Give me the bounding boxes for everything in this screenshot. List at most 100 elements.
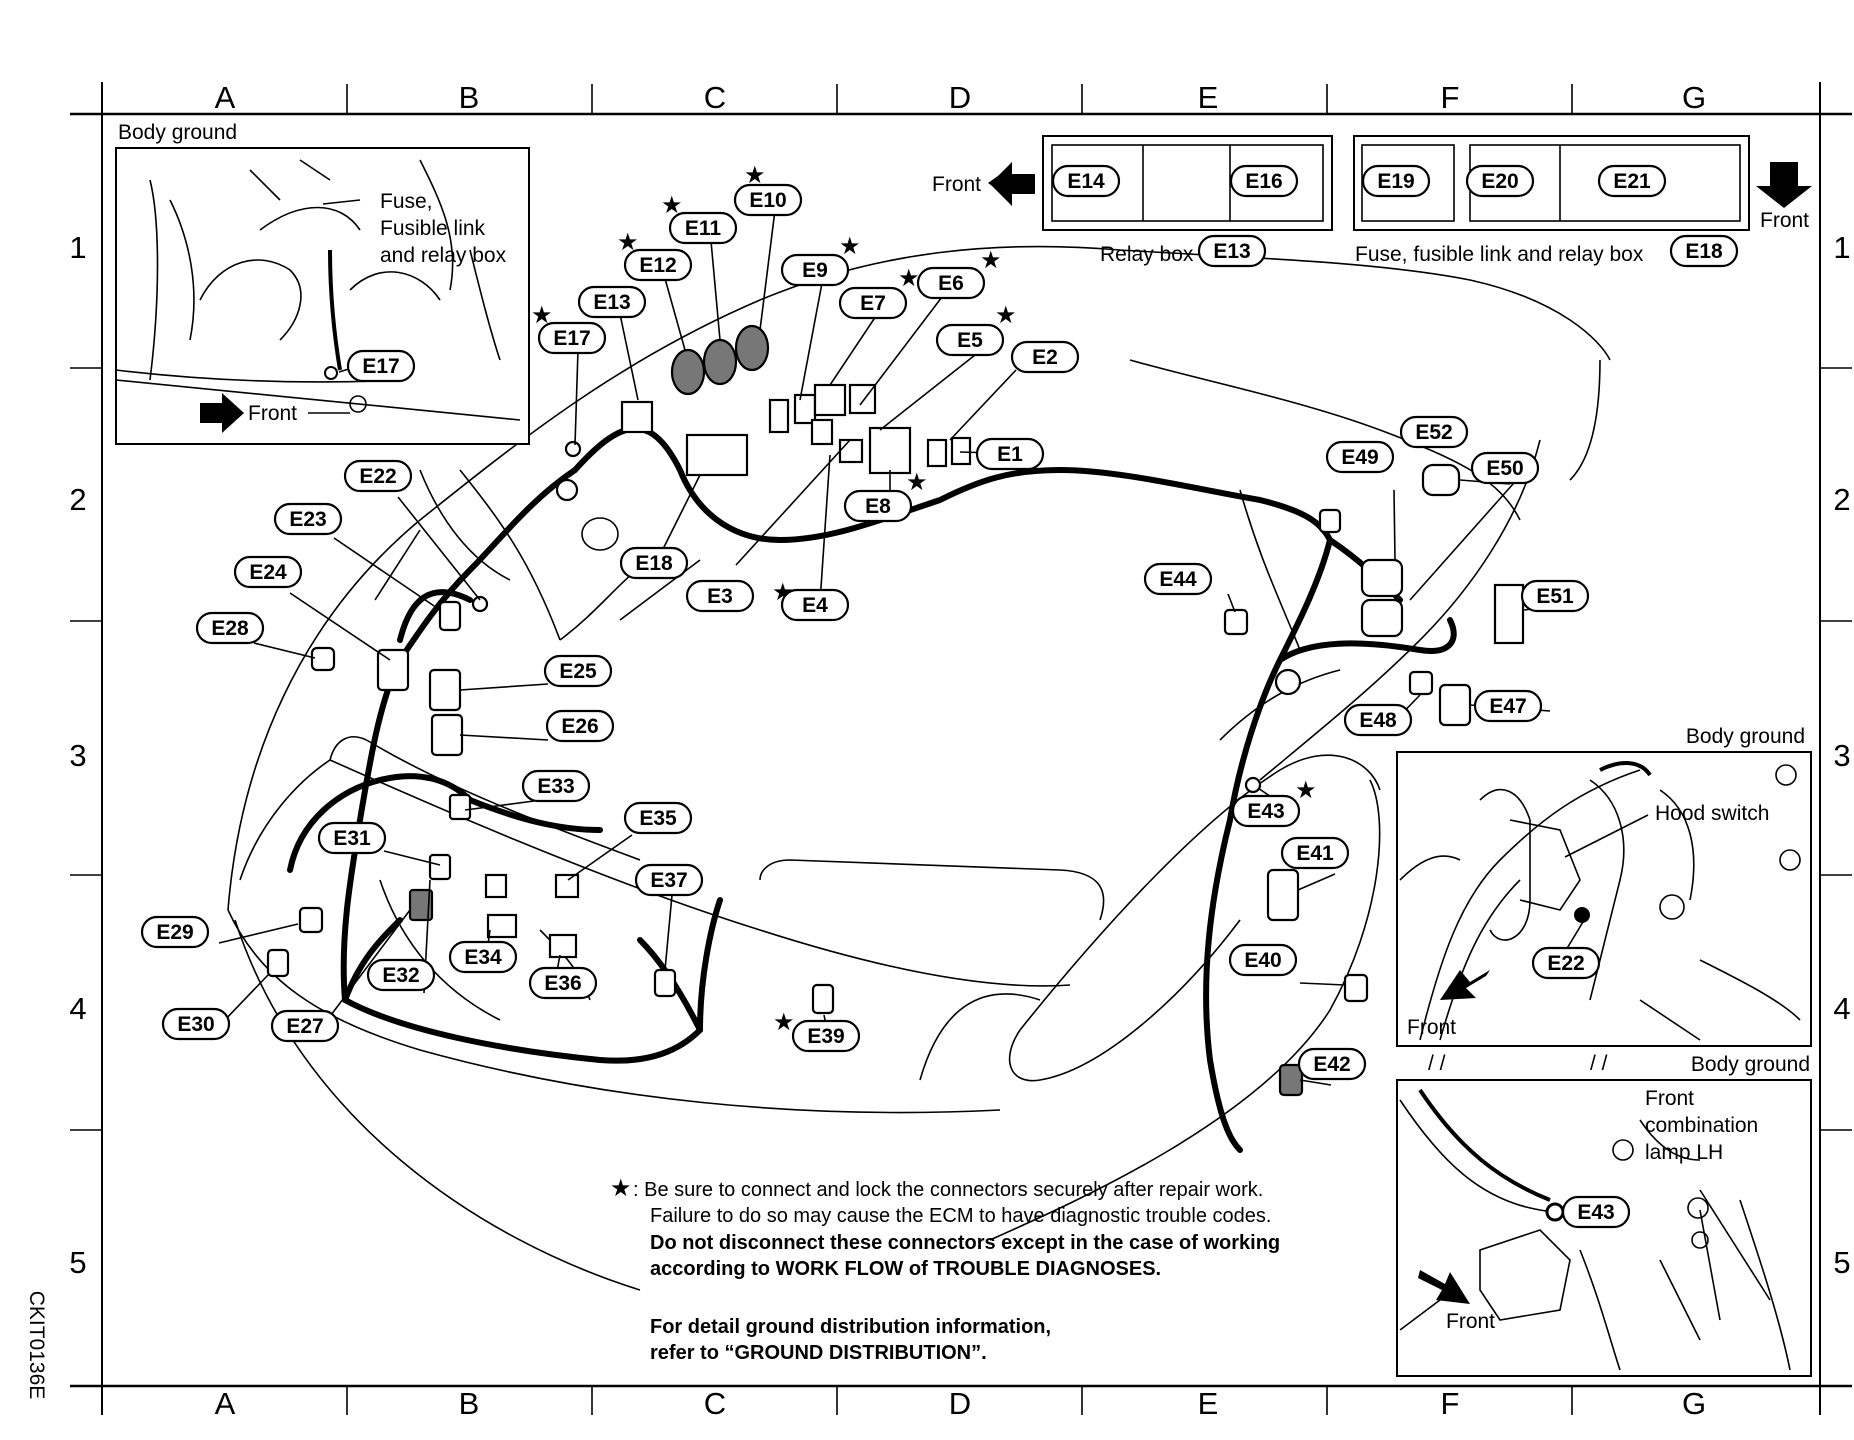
- connector-label-e18: E18: [1669, 234, 1739, 268]
- front-arrow-downleft-icon-hood: [1440, 970, 1490, 1000]
- connector-label-e12: E12: [623, 248, 693, 282]
- connector-label-e29: E29: [140, 915, 210, 949]
- note-line-3: Do not disconnect these connectors excep…: [650, 1232, 1280, 1254]
- note-line-6: refer to “GROUND DISTRIBUTION”.: [650, 1342, 987, 1364]
- connector-id-text: E40: [1244, 949, 1281, 972]
- connector-id-text: E43: [1247, 800, 1284, 823]
- connector-id-text: E16: [1245, 170, 1282, 193]
- front-arrow-left-icon: [990, 162, 1035, 206]
- connector-id-text: E39: [807, 1025, 844, 1048]
- connector-label-e32: E32: [366, 958, 436, 992]
- connector-label-e6: E6: [916, 266, 986, 300]
- inset-arrow-label-top-left: Front: [248, 402, 297, 425]
- connector-id-text: E10: [749, 189, 786, 212]
- connector-id-text: E18: [1685, 240, 1723, 263]
- connector-label-e49: E49: [1325, 440, 1395, 474]
- star-e10: ★: [744, 161, 766, 189]
- connector-id-text: E48: [1359, 709, 1397, 732]
- connector-id-text: E26: [561, 715, 598, 738]
- connector-label-e20: E20: [1465, 164, 1535, 198]
- front-lamp-callout-2: combination: [1645, 1114, 1758, 1137]
- star-e11: ★: [661, 191, 683, 219]
- connector-label-e42: E42: [1297, 1047, 1367, 1081]
- connector-id-text: E21: [1613, 170, 1651, 193]
- connector-label-e17: E17: [346, 349, 416, 383]
- connector-shapes: [266, 324, 1525, 1097]
- inset-fuse-box-ground: Body ground Fuse, Fusible link and relay…: [115, 121, 530, 445]
- connector-id-text: E28: [211, 617, 249, 640]
- connector-id-text: E37: [650, 869, 687, 892]
- connector-label-e13: E13: [577, 285, 647, 319]
- connector-label-e9: E9: [780, 253, 850, 287]
- fuse-box-front-label: Front: [1760, 209, 1809, 232]
- relay-box-front-label: Front: [932, 173, 981, 196]
- front-arrow-downright-icon-lamp: [1418, 1270, 1470, 1304]
- col-label-e-bottom: E: [1198, 1386, 1219, 1421]
- hood-switch-arrow-label: Front: [1407, 1016, 1456, 1039]
- connector-id-text: E12: [639, 254, 676, 277]
- connector-id-text: E23: [289, 508, 326, 531]
- connector-label-e30: E30: [161, 1007, 231, 1041]
- col-label-b-bottom: B: [459, 1386, 480, 1421]
- connector-label-e23: E23: [273, 502, 343, 536]
- connector-id-text: E5: [957, 329, 983, 352]
- connector-id-text: E4: [802, 594, 828, 617]
- row-label-2-right: 2: [1833, 482, 1850, 517]
- row-label-3-right: 3: [1833, 738, 1850, 773]
- inset-front-lamp: Body ground / / / / Front combination la…: [1396, 1052, 1812, 1377]
- connector-id-text: E44: [1159, 568, 1197, 591]
- inset-title-front-lamp: Body ground: [1691, 1053, 1810, 1076]
- connector-id-text: E7: [860, 292, 886, 315]
- connector-id-text: E47: [1489, 695, 1526, 718]
- connector-id-text: E29: [156, 921, 193, 944]
- connector-id-text: E35: [639, 807, 677, 830]
- connector-id-text: E3: [707, 585, 733, 608]
- star-e5: ★: [995, 301, 1017, 329]
- col-label-c-bottom: C: [704, 1386, 726, 1421]
- relay-box-caption: Relay box: [1100, 243, 1194, 266]
- connector-label-e17: E17: [537, 321, 607, 355]
- connector-id-text: E27: [286, 1015, 323, 1038]
- connector-label-e44: E44: [1143, 562, 1213, 596]
- connector-label-e11: E11: [668, 211, 738, 245]
- connector-label-e52: E52: [1399, 415, 1469, 449]
- connector-label-e5: E5: [935, 323, 1005, 357]
- connector-id-text: E34: [464, 946, 502, 969]
- connector-id-text: E22: [359, 465, 396, 488]
- row-label-4-left: 4: [69, 991, 86, 1026]
- engine-room-harness: [287, 425, 1457, 1153]
- connector-id-text: E2: [1032, 346, 1058, 369]
- note-line-5: For detail ground distribution informati…: [650, 1316, 1051, 1338]
- front-arrow-right-icon: [200, 393, 244, 433]
- grid-frame: A B C D E F G A B C D E F G 1 2 3 4 5 1 …: [25, 80, 1852, 1421]
- star-e17: ★: [531, 301, 553, 329]
- connector-label-e33: E33: [521, 769, 591, 803]
- connector-label-e3: E3: [685, 579, 755, 613]
- note-line-2: Failure to do so may cause the ECM to ha…: [650, 1205, 1271, 1227]
- connector-label-e28: E28: [195, 611, 265, 645]
- connector-label-e10: E10: [733, 183, 803, 217]
- col-label-a-top: A: [215, 80, 236, 115]
- col-label-g-bottom: G: [1682, 1386, 1706, 1421]
- note-line-4: according to WORK FLOW of TROUBLE DIAGNO…: [650, 1258, 1161, 1280]
- connector-label-e7: E7: [838, 286, 908, 320]
- connector-label-e27: E27: [270, 1009, 340, 1043]
- connector-id-text: E24: [249, 561, 287, 584]
- connector-id-text: E31: [333, 827, 371, 850]
- inset-hood-switch: Body ground Hood switch Front: [1396, 725, 1812, 1047]
- inset-callout-line-3: and relay box: [380, 244, 507, 267]
- connector-label-e22: E22: [343, 459, 413, 493]
- connector-id-text: E22: [1547, 952, 1584, 975]
- col-label-a-bottom: A: [215, 1386, 236, 1421]
- connector-label-e36: E36: [528, 966, 598, 1000]
- connector-id-text: E51: [1536, 585, 1574, 608]
- col-label-d-top: D: [949, 80, 971, 115]
- star-e9: ★: [839, 232, 861, 260]
- connector-id-text: E43: [1577, 1201, 1614, 1224]
- connector-id-text: E13: [1213, 240, 1250, 263]
- connector-id-text: E49: [1341, 446, 1378, 469]
- row-label-5-right: 5: [1833, 1245, 1850, 1280]
- hood-hole: [581, 517, 619, 551]
